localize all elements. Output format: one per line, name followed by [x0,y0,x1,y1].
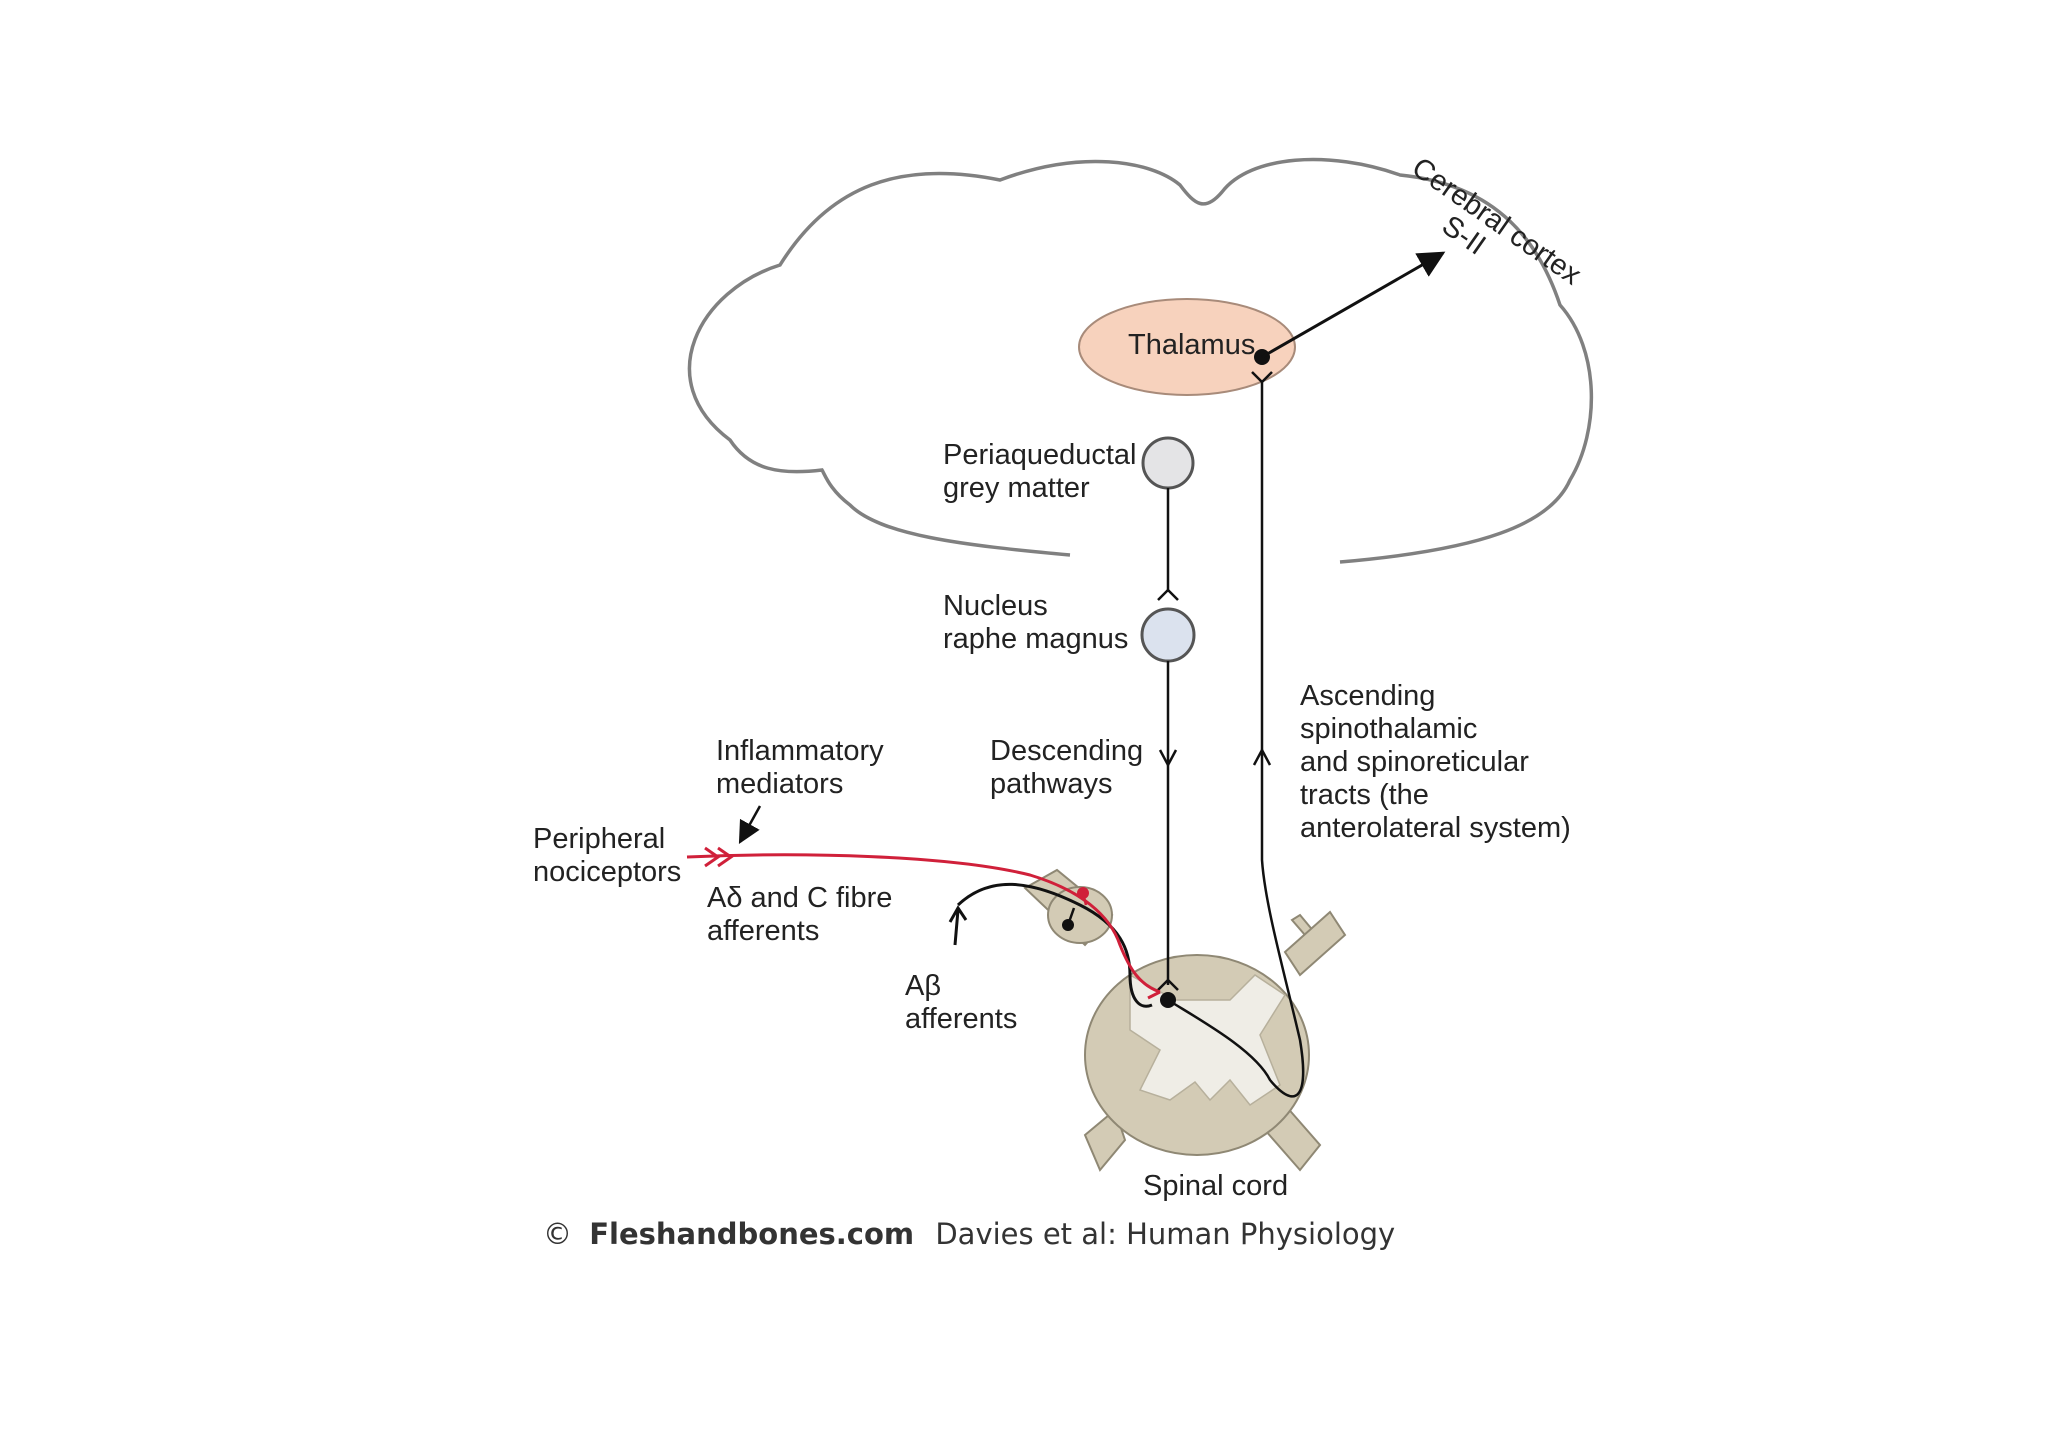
dorsal-horn-neuron [1160,992,1176,1008]
label-periaqueductal-grey-line2: grey matter [943,472,1090,504]
descending-synapse [1157,978,1179,991]
pag-nrm-synapse [1157,588,1179,601]
brain-outline [687,157,1594,564]
ascending-tract-arrow [1252,747,1272,766]
abeta-ganglion-stalk [1066,907,1076,926]
label-inflammatory-line1: Inflammatory [716,735,884,767]
label-adelta-line2: afferents [707,915,819,947]
ascending-tract-line [1167,382,1305,1098]
label-peripheral-line2: nociceptors [533,856,681,888]
nociceptor-terminal [1147,990,1161,1000]
label-ascending-line3: and spinoreticular [1300,746,1529,778]
copyright-symbol: © [543,1217,572,1251]
label-peripheral-line1: Peripheral [533,823,665,855]
descending-pathway-arrow [1158,749,1178,768]
label-ascending-line1: Ascending [1300,680,1435,712]
periaqueductal-grey-node [1141,436,1195,490]
copyright-notice: © Fleshandbones.com Davies et al: Human … [543,1217,1395,1251]
copyright-text: Davies et al: Human Physiology [935,1217,1395,1251]
thalamus-to-s2-arrow [1261,251,1446,359]
nociceptor-ending-arrows [704,846,734,868]
abeta-afferent-arrow [948,905,968,946]
inflammatory-mediators-pointer [738,805,762,844]
thalamus [1078,298,1296,396]
thalamus-synapse [1251,371,1273,384]
label-ascending-line4: tracts (the [1300,779,1429,811]
label-cerebral-cortex: Cerebral cortex [1406,152,1587,292]
label-ascending-line2: spinothalamic [1300,713,1477,745]
label-thalamus: Thalamus [1128,329,1255,361]
nucleus-raphe-magnus-node [1140,607,1196,663]
label-spinal-cord: Spinal cord [1143,1170,1288,1202]
label-adelta-line1: Aδ and C fibre [707,882,892,914]
label-abeta-line1: Aβ [905,970,941,1002]
label-inflammatory-line2: mediators [716,768,843,800]
copyright-brand: Fleshandbones.com [589,1217,914,1251]
label-nucleus-raphe-line1: Nucleus [943,590,1048,622]
nociceptor-fibre [686,853,1161,994]
label-nucleus-raphe-line2: raphe magnus [943,623,1128,655]
nociceptor-ganglion-stalk [1081,892,1088,906]
label-periaqueductal-grey-line1: Periaqueductal [943,439,1136,471]
label-descending-line1: Descending [990,735,1143,767]
label-descending-line2: pathways [990,768,1113,800]
label-abeta-line2: afferents [905,1003,1017,1035]
label-ascending-line5: anterolateral system) [1300,812,1571,844]
